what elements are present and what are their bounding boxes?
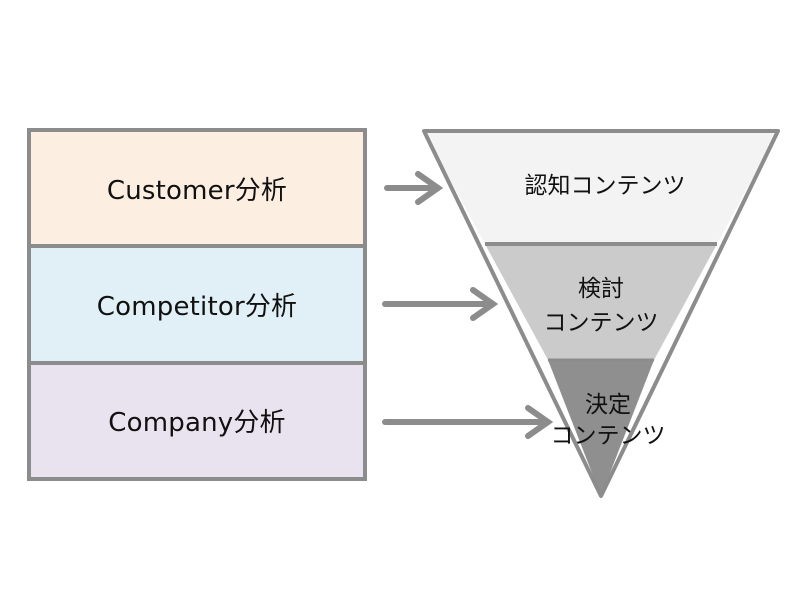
funnel-awareness-label: 認知コンテンツ xyxy=(525,173,686,199)
funnel-consideration-label-2: コンテンツ xyxy=(544,310,659,336)
funnel-outline xyxy=(422,129,780,498)
arrow-competitor-to-consideration xyxy=(382,287,499,321)
arrow-customer-to-awareness xyxy=(384,171,444,205)
funnel-awareness-segment xyxy=(424,131,778,244)
funnel-decision-label-2: コンテンツ xyxy=(551,423,666,449)
funnel-decision-label-1: 決定 xyxy=(585,392,631,418)
funnel-consideration-segment xyxy=(485,244,717,360)
company-analysis-label: Company分析 xyxy=(108,408,286,439)
funnel-consideration-label-1: 検討 xyxy=(578,276,624,302)
arrow-company-to-decision xyxy=(382,405,554,439)
competitor-analysis-label: Competitor分析 xyxy=(96,291,298,322)
customer-analysis-label: Customer分析 xyxy=(106,175,288,206)
customer-analysis-box: Customer分析 xyxy=(31,132,363,245)
analysis-stack: Customer分析 Competitor分析 Company分析 xyxy=(27,128,367,481)
competitor-analysis-box: Competitor分析 xyxy=(31,248,363,361)
company-analysis-box: Company分析 xyxy=(31,364,363,477)
funnel-decision-segment xyxy=(548,360,654,496)
